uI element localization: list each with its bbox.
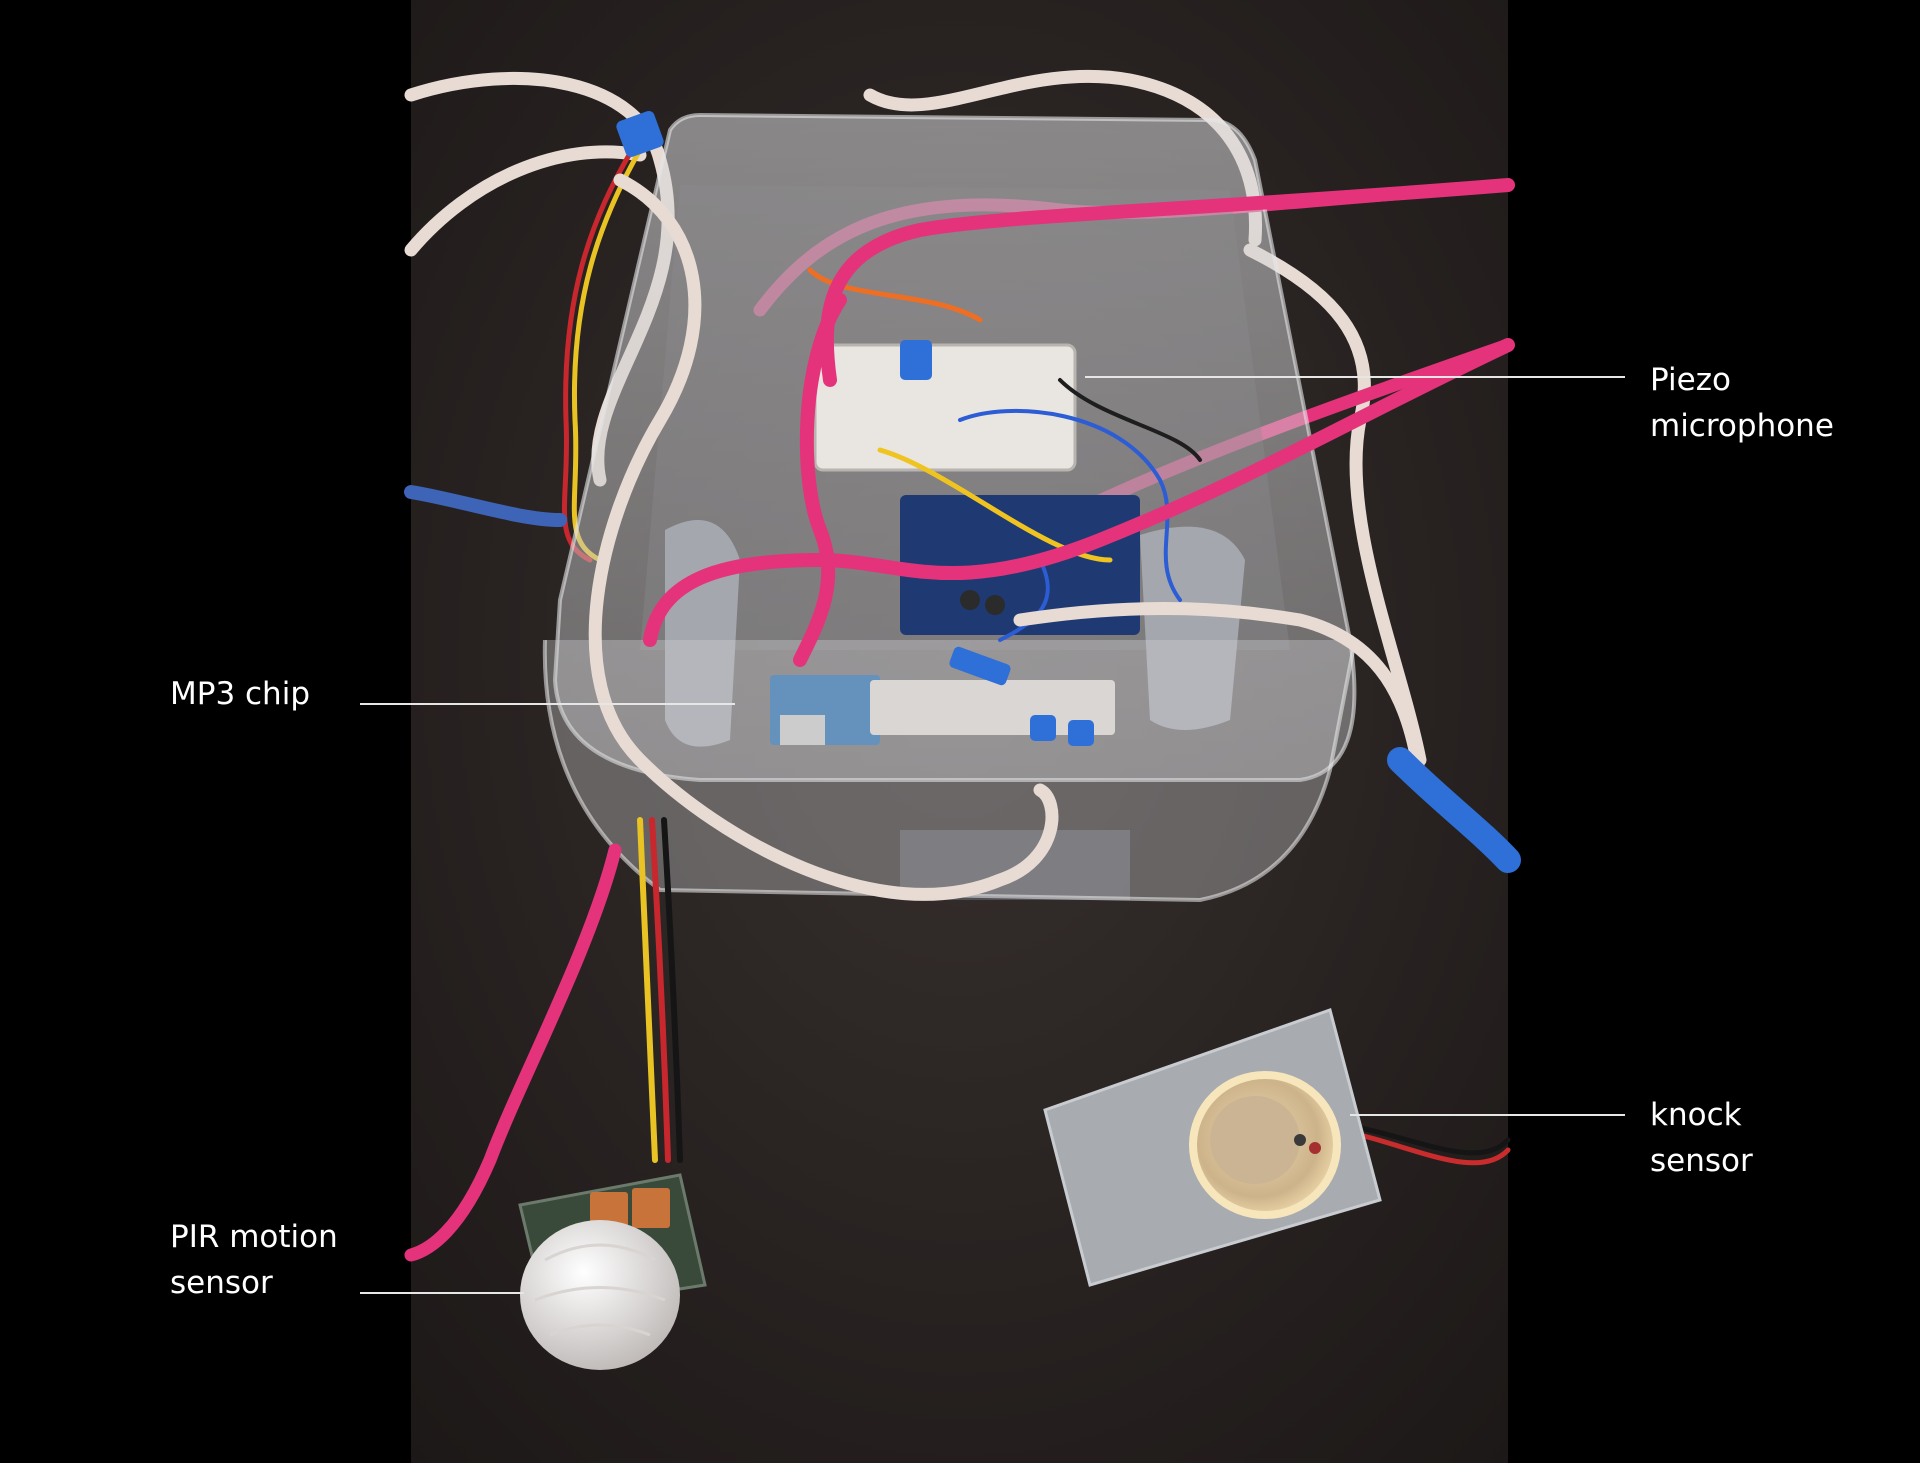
knock-sensor-label: knock sensor [1650, 1097, 1753, 1179]
mp3-chip-leader-line [360, 703, 735, 705]
front-wires [404, 173, 1521, 1262]
mp3-chip-label: MP3 chip [170, 676, 310, 712]
pir-sensor-photo [518, 1173, 707, 1370]
knock-sensor-photo [1043, 1008, 1382, 1287]
pir-motion-sensor-label: PIR motion sensor [170, 1219, 338, 1301]
blue-tape [616, 110, 1094, 746]
knock-sensor-leader-line [1350, 1114, 1625, 1116]
piezo-microphone-label: Piezo microphone [1650, 362, 1834, 444]
pir-motion-sensor-leader-line [360, 1292, 524, 1294]
piezo-microphone-leader-line [1085, 376, 1625, 378]
